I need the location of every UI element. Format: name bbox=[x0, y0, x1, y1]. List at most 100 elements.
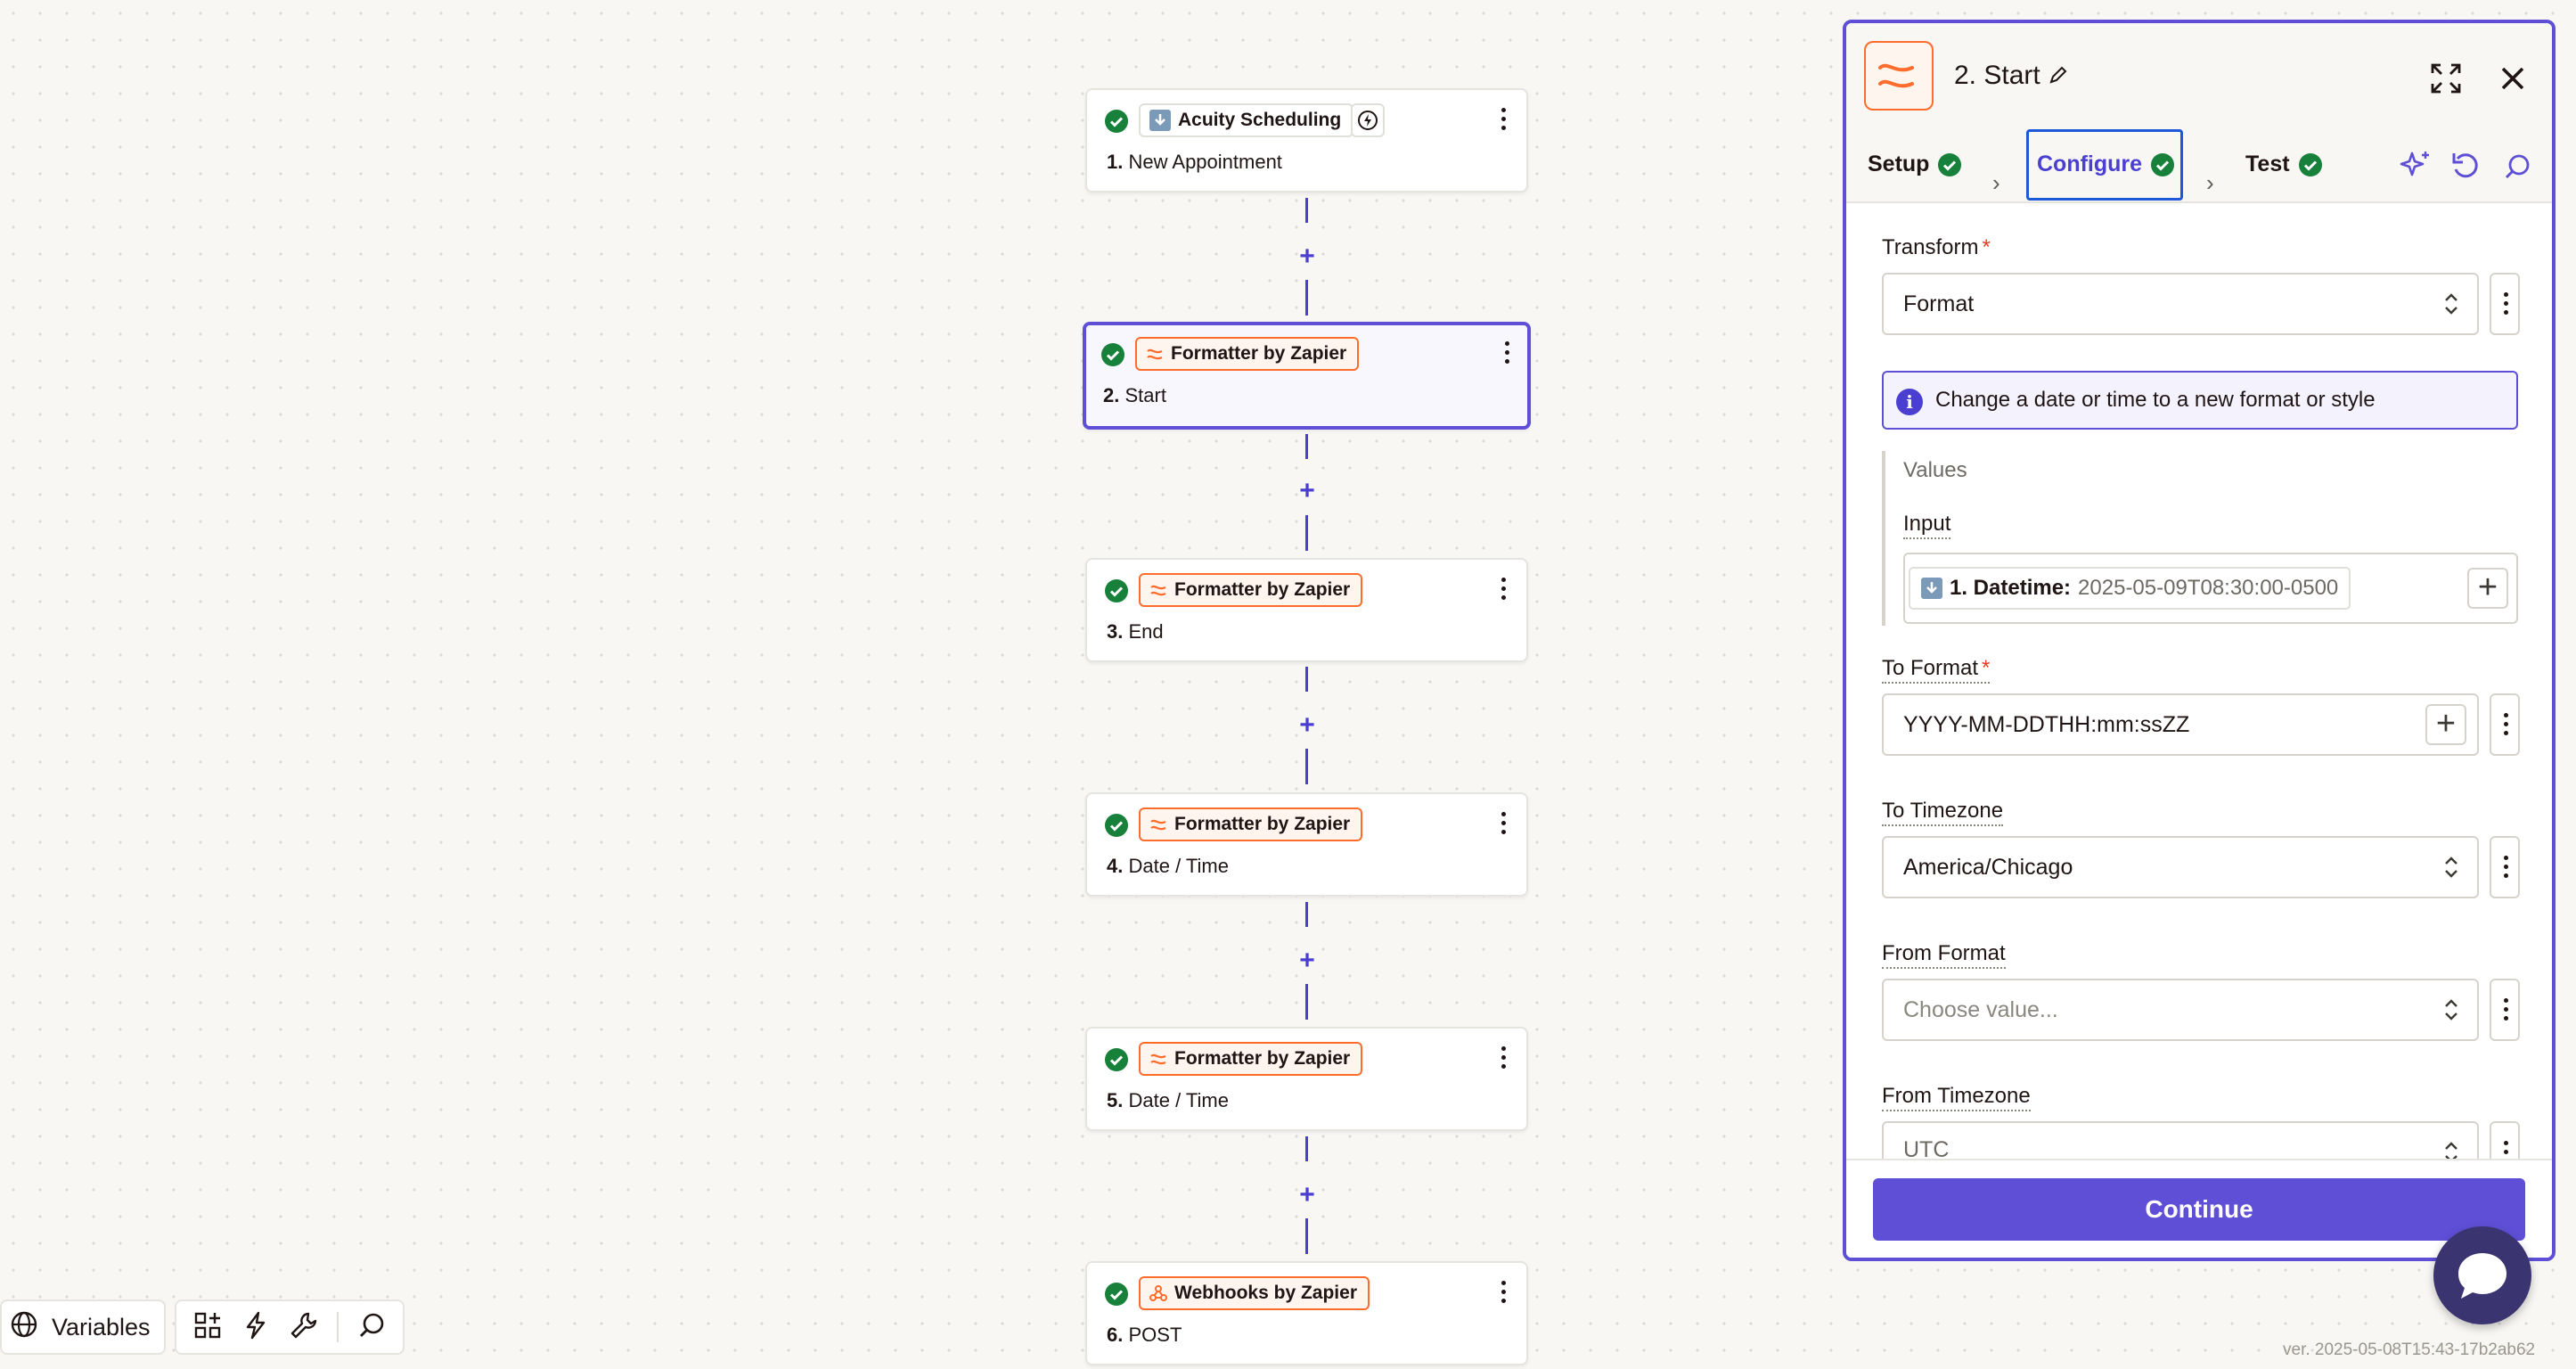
step-title: 2. Start bbox=[1103, 384, 1166, 406]
webhook-icon bbox=[1149, 1284, 1167, 1302]
more-icon[interactable] bbox=[1500, 1046, 1507, 1071]
divider bbox=[1846, 1159, 2552, 1160]
chevron-right-icon: › bbox=[2206, 169, 2214, 196]
formatter-icon bbox=[1149, 1050, 1167, 1068]
values-group-bar bbox=[1882, 451, 1885, 626]
from-timezone-label: From Timezone bbox=[1882, 1084, 2031, 1111]
tab-setup[interactable]: Setup bbox=[1868, 152, 1962, 177]
connector bbox=[1305, 1136, 1308, 1161]
input-label: Input bbox=[1903, 512, 1951, 539]
add-step-button[interactable]: + bbox=[1299, 476, 1315, 505]
from-format-select[interactable]: Choose value... bbox=[1882, 979, 2479, 1041]
divider bbox=[337, 1312, 339, 1342]
edit-icon[interactable] bbox=[2048, 61, 2069, 90]
connector bbox=[1305, 749, 1308, 784]
app-chip: Formatter by Zapier bbox=[1139, 807, 1363, 841]
app-name: Formatter by Zapier bbox=[1171, 343, 1347, 364]
step-card-5[interactable]: Formatter by Zapier 5. Date / Time bbox=[1085, 1027, 1528, 1131]
add-value-button[interactable]: + bbox=[2425, 704, 2466, 745]
connector bbox=[1305, 984, 1308, 1020]
add-input-button[interactable]: + bbox=[2467, 568, 2508, 609]
values-heading: Values bbox=[1903, 458, 1967, 482]
variables-button[interactable]: Variables bbox=[0, 1299, 166, 1355]
add-step-button[interactable]: + bbox=[1299, 1180, 1315, 1209]
continue-button[interactable]: Continue bbox=[1873, 1178, 2525, 1241]
step-card-4[interactable]: Formatter by Zapier 4. Date / Time bbox=[1085, 792, 1528, 897]
formatter-icon bbox=[1864, 41, 1934, 111]
transform-select[interactable]: Format bbox=[1882, 273, 2479, 335]
focus-ring bbox=[2026, 129, 2183, 201]
info-icon: i bbox=[1896, 389, 1923, 415]
input-mapped-pill[interactable]: 1. Datetime: 2025-05-09T08:30:00-0500 bbox=[1909, 567, 2351, 610]
apps-icon[interactable] bbox=[192, 1310, 223, 1345]
updown-icon bbox=[2443, 854, 2459, 881]
panel-title[interactable]: 2. Start bbox=[1954, 61, 2069, 91]
expand-icon[interactable] bbox=[2430, 62, 2462, 99]
check-icon bbox=[1105, 814, 1128, 837]
step-tabs: Setup › Configure › Test bbox=[1846, 130, 2552, 203]
check-icon bbox=[1105, 110, 1128, 133]
chat-icon bbox=[2433, 1253, 2531, 1328]
sparkle-icon[interactable] bbox=[2398, 148, 2433, 188]
more-icon[interactable] bbox=[2490, 273, 2520, 335]
search-icon[interactable] bbox=[2502, 152, 2532, 186]
wrench-icon[interactable] bbox=[289, 1310, 319, 1345]
connector bbox=[1305, 434, 1308, 459]
close-icon[interactable] bbox=[2500, 66, 2525, 95]
more-icon[interactable] bbox=[2490, 979, 2520, 1041]
to-timezone-select[interactable]: America/Chicago bbox=[1882, 836, 2479, 898]
more-icon[interactable] bbox=[2490, 836, 2520, 898]
add-step-button[interactable]: + bbox=[1299, 946, 1315, 975]
check-icon bbox=[1101, 343, 1124, 366]
app-chip: Formatter by Zapier bbox=[1139, 573, 1363, 607]
connector bbox=[1305, 667, 1308, 692]
to-format-input[interactable]: YYYY-MM-DDTHH:mm:ssZZ + bbox=[1882, 693, 2479, 756]
more-icon[interactable] bbox=[1500, 812, 1507, 837]
chat-button[interactable] bbox=[2433, 1226, 2531, 1324]
transform-label: Transform* bbox=[1882, 235, 1991, 259]
bolt-icon bbox=[1351, 103, 1385, 137]
step-card-2[interactable]: Formatter by Zapier 2. Start bbox=[1083, 322, 1531, 430]
step-title: 1. New Appointment bbox=[1107, 151, 1282, 173]
add-step-button[interactable]: + bbox=[1299, 710, 1315, 740]
panel-header: 2. Start bbox=[1846, 23, 2552, 130]
canvas-toolbar bbox=[175, 1299, 405, 1355]
tab-configure[interactable]: Configure bbox=[2037, 152, 2175, 177]
info-banner: i Change a date or time to a new format … bbox=[1882, 371, 2518, 430]
app-name: Webhooks by Zapier bbox=[1174, 1283, 1357, 1303]
check-icon bbox=[1105, 1283, 1128, 1306]
updown-icon bbox=[2443, 996, 2459, 1023]
formatter-icon bbox=[1149, 816, 1167, 833]
step-title: 6. POST bbox=[1107, 1324, 1182, 1346]
check-icon bbox=[2298, 152, 2322, 176]
more-icon[interactable] bbox=[2490, 693, 2520, 756]
formatter-icon bbox=[1149, 581, 1167, 599]
bolt-icon[interactable] bbox=[241, 1310, 271, 1345]
app-chip: Webhooks by Zapier bbox=[1139, 1276, 1370, 1310]
step-card-6[interactable]: Webhooks by Zapier 6. POST bbox=[1085, 1261, 1528, 1365]
step-card-3[interactable]: Formatter by Zapier 3. End bbox=[1085, 558, 1528, 662]
add-step-button[interactable]: + bbox=[1299, 242, 1315, 271]
undo-icon[interactable] bbox=[2450, 150, 2482, 186]
step-title: 3. End bbox=[1107, 620, 1164, 643]
search-icon[interactable] bbox=[356, 1310, 387, 1345]
more-icon[interactable] bbox=[1503, 341, 1510, 366]
more-icon[interactable] bbox=[1500, 108, 1507, 133]
variables-label: Variables bbox=[52, 1313, 151, 1340]
acuity-icon bbox=[1149, 110, 1171, 131]
globe-icon bbox=[9, 1309, 39, 1346]
connector bbox=[1305, 902, 1308, 927]
connector bbox=[1305, 280, 1308, 316]
more-icon[interactable] bbox=[1500, 578, 1507, 603]
check-icon bbox=[1938, 152, 1962, 176]
connector bbox=[1305, 1218, 1308, 1254]
app-name: Formatter by Zapier bbox=[1174, 814, 1351, 834]
step-card-1[interactable]: Acuity Scheduling 1. New Appointment bbox=[1085, 88, 1528, 193]
more-icon[interactable] bbox=[1500, 1281, 1507, 1306]
version-label: ver. 2025-05-08T15:43-17b2ab62 bbox=[2283, 1340, 2536, 1359]
canvas[interactable]: Acuity Scheduling 1. New Appointment + F… bbox=[0, 0, 1836, 1369]
check-icon bbox=[1105, 579, 1128, 603]
tab-test[interactable]: Test bbox=[2245, 152, 2322, 177]
check-icon bbox=[2151, 152, 2175, 176]
step-title: 4. Date / Time bbox=[1107, 855, 1229, 877]
